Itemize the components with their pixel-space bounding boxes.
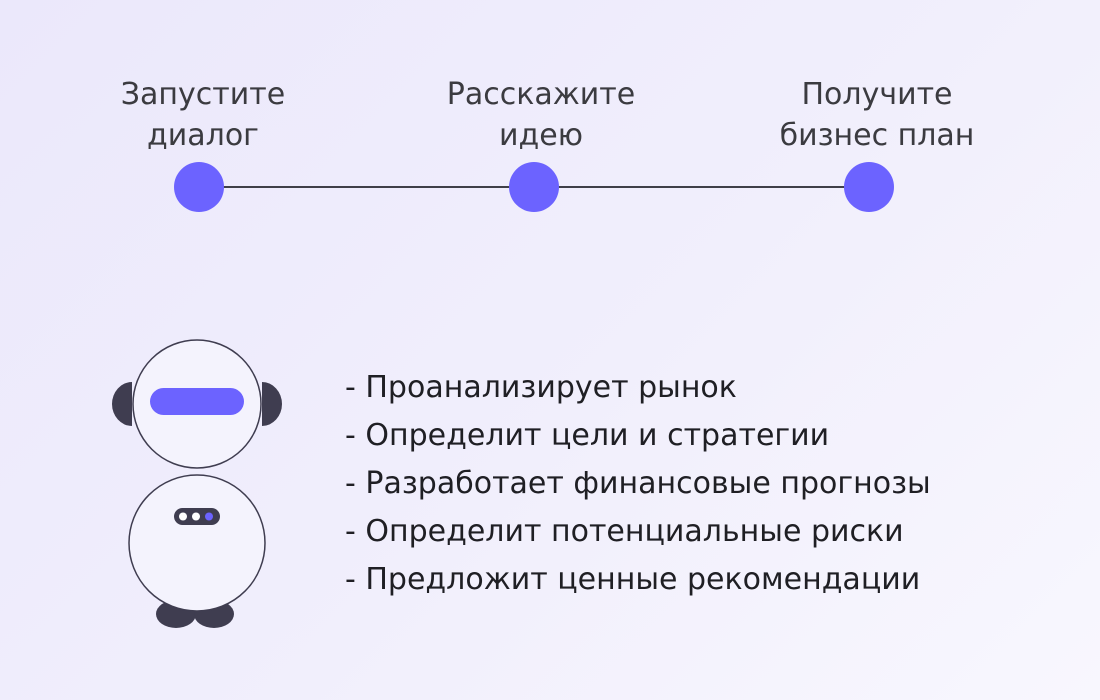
benefit-item: - Проанализирует рынок (345, 370, 737, 405)
benefit-item: - Разработает финансовые прогнозы (345, 466, 931, 501)
steps-timeline: Запустите диалог Расскажите идею Получит… (0, 0, 1100, 230)
step-label-start-dialog: Запустите диалог (120, 77, 286, 153)
robot-ear-left (112, 382, 132, 426)
benefit-item: - Определит цели и стратегии (345, 418, 830, 453)
timeline-connector (534, 186, 869, 188)
robot-visor (150, 388, 244, 415)
step-label-get-plan: Получите бизнес план (779, 77, 975, 153)
robot-chest-light-3 (205, 512, 213, 521)
robot-chest-light-2 (192, 512, 200, 521)
step-label-tell-idea: Расскажите идею (446, 77, 636, 153)
step-dot-2 (509, 162, 559, 212)
robot-illustration (110, 338, 285, 633)
robot-chest-light-1 (179, 512, 187, 521)
robot-body (128, 474, 266, 612)
benefit-item: - Определит потенциальные риски (345, 514, 904, 549)
step-dot-1 (174, 162, 224, 212)
timeline-connector (199, 186, 534, 188)
benefits-list: - Проанализирует рынок - Определит цели … (345, 364, 931, 604)
benefit-item: - Предложит ценные рекомендации (345, 562, 921, 597)
robot-ear-right (262, 382, 282, 426)
step-dot-3 (844, 162, 894, 212)
